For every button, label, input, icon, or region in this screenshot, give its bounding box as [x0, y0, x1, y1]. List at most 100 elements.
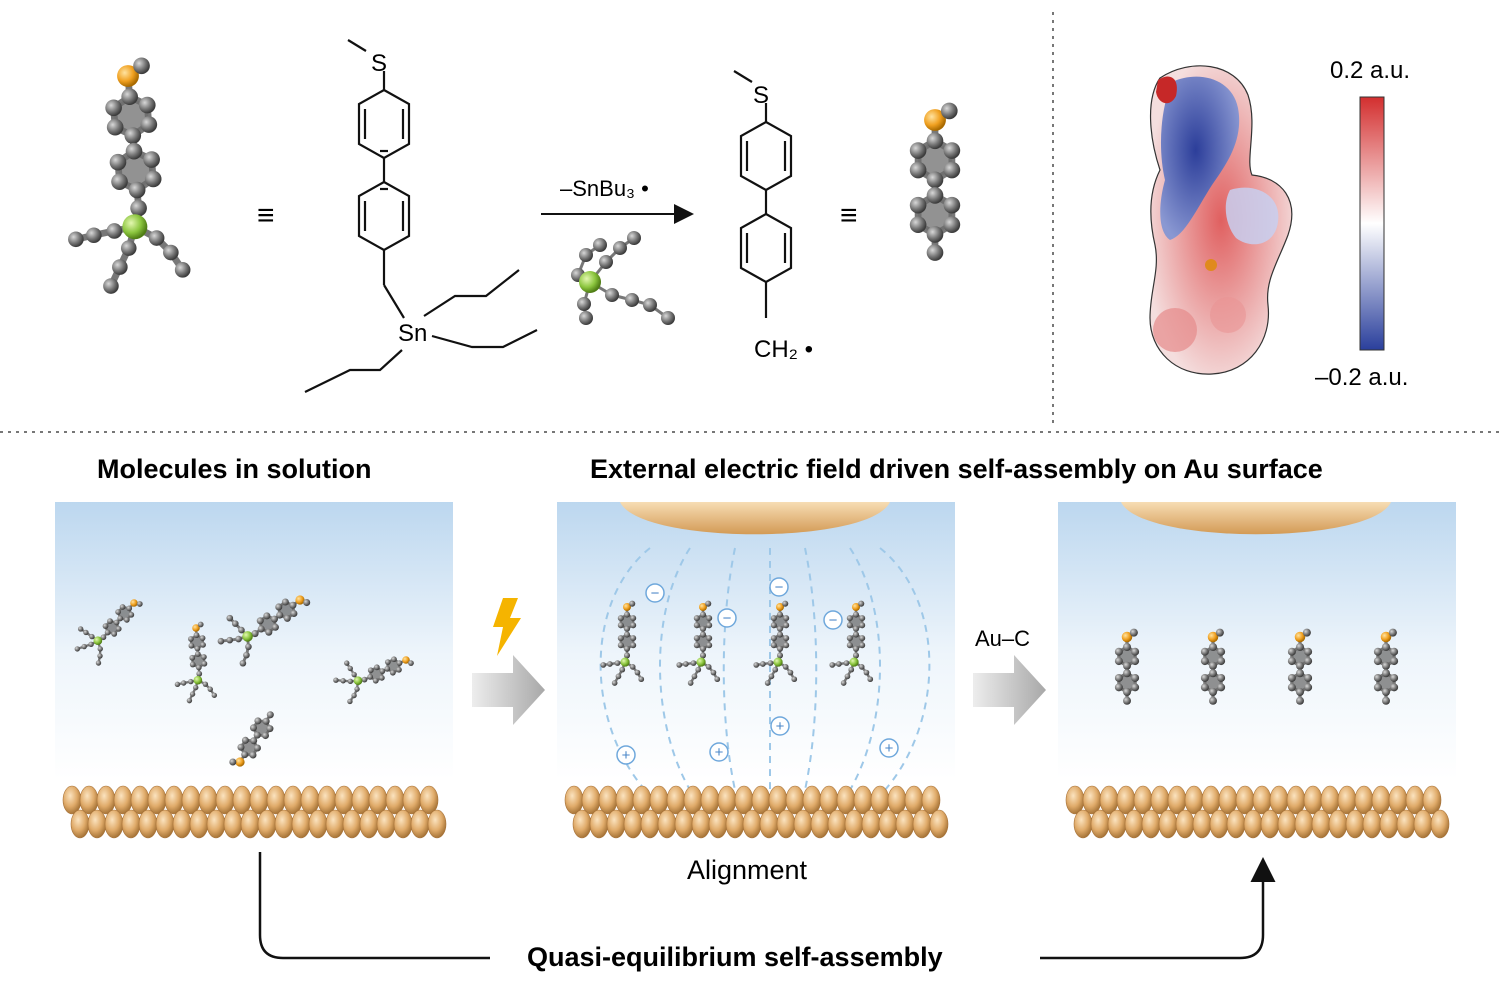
- carbon-atom: [629, 600, 636, 607]
- gold-atom-column: [96, 785, 116, 815]
- carbon-atom: [859, 622, 866, 629]
- carbon-atom: [848, 666, 855, 673]
- carbon-atom: [226, 614, 234, 622]
- gold-atom-column: [572, 809, 592, 839]
- carbon-atom: [623, 611, 631, 618]
- carbon-atom: [687, 680, 694, 686]
- ring-fill: [849, 614, 863, 629]
- gold-tip-2: [620, 502, 890, 535]
- gold-atom-column: [708, 809, 728, 839]
- tin-atom: [93, 636, 103, 646]
- carbon-atom: [379, 668, 386, 675]
- assembled-monolayer: [1114, 628, 1399, 705]
- tin-atom: [849, 657, 859, 667]
- gold-atom-column: [113, 785, 133, 815]
- solution-molecules: [74, 595, 414, 767]
- gold-atom-column: [410, 809, 430, 839]
- carbon-atom: [115, 625, 122, 632]
- gold-atom-column: [640, 809, 660, 839]
- gold-atom-column: [589, 809, 609, 839]
- gold-atom-column: [1065, 785, 1085, 815]
- carbon-atom: [396, 660, 403, 666]
- gold-substrate-2: [564, 785, 949, 839]
- reactant-sulfur-label: S: [371, 50, 387, 77]
- gold-atom-column: [274, 809, 294, 839]
- gold-atom-column: [691, 809, 711, 839]
- carbon-atom: [200, 641, 206, 648]
- carbon-atom: [706, 642, 713, 649]
- carbon-atom: [1209, 643, 1217, 651]
- carbon-atom: [843, 660, 850, 666]
- gold-atom-column: [172, 809, 192, 839]
- carbon-atom: [1373, 647, 1382, 656]
- carbon-atom: [1217, 673, 1226, 682]
- carbon-atom: [207, 686, 213, 692]
- gold-atom-column: [1388, 785, 1408, 815]
- ring-fill: [918, 140, 952, 180]
- carbon-atom: [1217, 683, 1226, 692]
- carbon-atom: [351, 692, 357, 699]
- carbon-atom: [867, 676, 874, 683]
- carbon-atom: [858, 664, 865, 670]
- carbon-atom: [238, 626, 245, 634]
- carbon-atom: [347, 698, 353, 705]
- carbon-atom: [852, 625, 860, 632]
- carbon-atom: [97, 646, 103, 652]
- tin-atom: [242, 631, 253, 642]
- carbon-atom: [133, 57, 150, 75]
- carbon-atom: [104, 629, 111, 636]
- carbon-atom: [109, 153, 127, 171]
- gold-atom-column: [266, 785, 286, 815]
- gold-atom-column: [376, 809, 396, 839]
- carbon-atom: [1296, 696, 1304, 705]
- carbon-atom: [699, 611, 707, 618]
- carbon-atom: [249, 724, 257, 732]
- carbon-atom: [1373, 657, 1382, 666]
- carbon-atom: [1287, 657, 1296, 666]
- gold-atom-column: [1362, 809, 1382, 839]
- carbon-atom: [699, 645, 707, 652]
- carbon-atom: [1114, 673, 1123, 682]
- gold-atom-column: [334, 785, 354, 815]
- carbon-atom: [599, 255, 613, 269]
- gold-tip-3: [1121, 502, 1391, 535]
- gold-atom-column: [1328, 809, 1348, 839]
- carbon-atom: [1209, 696, 1217, 705]
- gold-atom-column: [249, 785, 269, 815]
- gold-atom-column: [240, 809, 260, 839]
- gold-atom-column: [206, 809, 226, 839]
- carbon-atom: [126, 605, 133, 612]
- gold-atom-column: [257, 809, 277, 839]
- carbon-atom: [270, 615, 278, 623]
- carbon-atom: [1304, 673, 1313, 682]
- sulfur-atom: [130, 599, 138, 607]
- carbon-atom: [706, 622, 713, 629]
- positive-charge-sign: +: [776, 718, 785, 735]
- gold-atom-column: [215, 785, 235, 815]
- ring-fill: [773, 634, 787, 649]
- gold-atom-column: [657, 809, 677, 839]
- carbon-atom: [1382, 688, 1390, 696]
- ring-fill: [1377, 673, 1395, 692]
- carbon-atom: [391, 656, 397, 663]
- carbon-atom: [926, 226, 944, 243]
- gold-atom-column: [929, 809, 949, 839]
- ring-fill: [1291, 647, 1309, 666]
- sulfur-atom: [1380, 631, 1392, 643]
- carbon-atom: [783, 642, 790, 649]
- gold-atom-column: [1277, 809, 1297, 839]
- carbon-atom: [1390, 683, 1399, 692]
- carbon-atom: [373, 664, 380, 671]
- gold-atom-column: [427, 809, 447, 839]
- carbon-atom: [123, 616, 130, 623]
- carbon-atom: [344, 660, 350, 666]
- gold-atom-column: [198, 785, 218, 815]
- carbon-atom: [852, 611, 860, 618]
- carbon-atom: [691, 673, 698, 680]
- carbon-atom: [846, 615, 853, 622]
- reactant-ball-and-stick-model: [68, 57, 191, 294]
- carbon-atom: [630, 642, 637, 649]
- carbon-atom: [265, 628, 273, 636]
- gold-atom-column: [1150, 785, 1170, 815]
